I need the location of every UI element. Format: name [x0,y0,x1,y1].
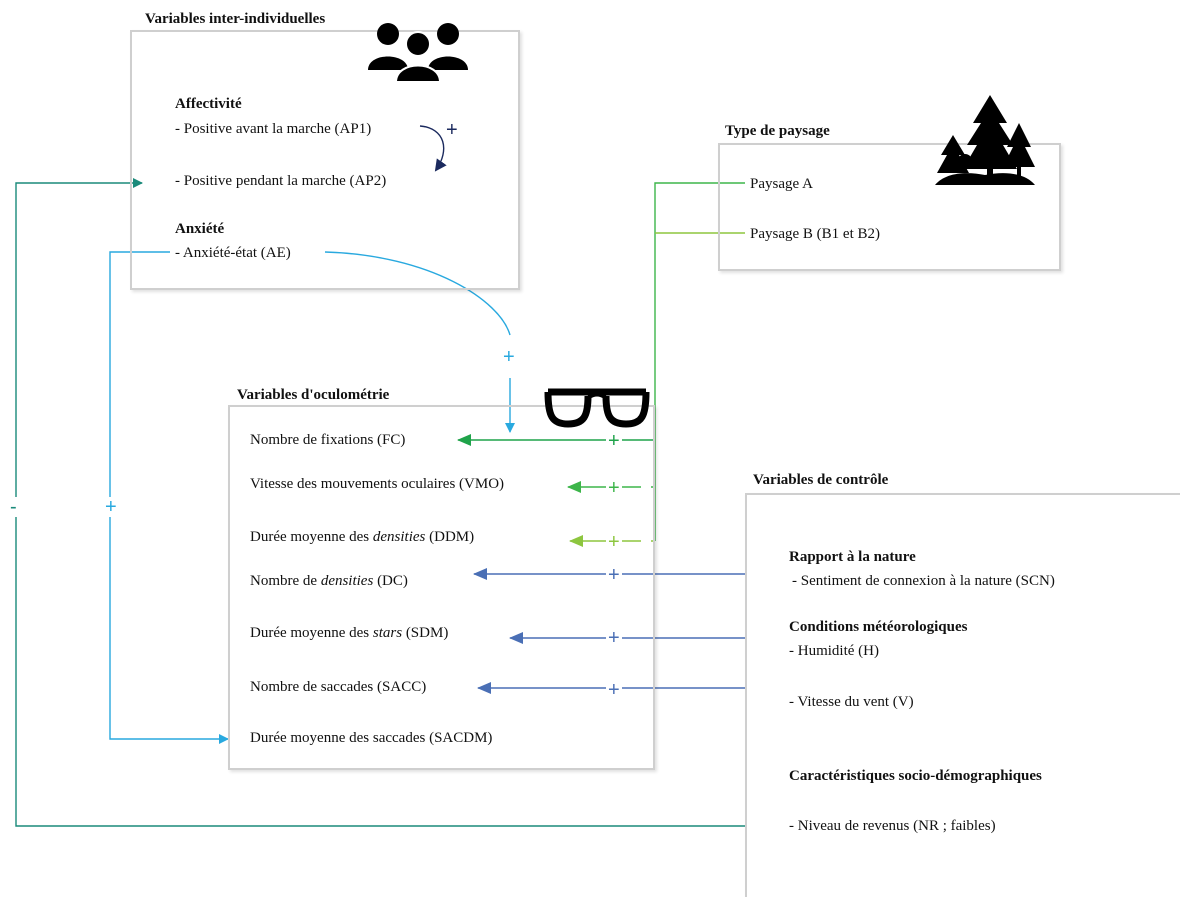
sacc-label: Nombre de saccades (SACC) [250,679,427,695]
oculometrie-title: Variables d'oculométrie [234,386,393,404]
paysage-a-label: Paysage A [750,176,813,192]
paysage-box [718,143,1061,271]
plus-sign-controle-dc: + [606,564,622,586]
plus-sign-controle-sdm: + [606,627,622,649]
ae-to-sacdm-line [109,251,229,744]
vent-label: - Vitesse du vent (V) [789,694,914,710]
revenus-label: - Niveau de revenus (NR ; faibles) [789,818,996,834]
anxiete-heading: Anxiété [175,221,225,237]
sacdm-label: Durée moyenne des saccades (SACDM) [250,730,493,746]
group-of-people-icon [368,23,468,82]
scn-label: - Sentiment de connexion à la nature (SC… [792,573,1055,589]
minus-sign-revenus-ap2: - [8,496,19,518]
glasses-icon [544,388,650,428]
plus-sign-paysage-ddm: + [606,531,622,553]
ap2-label: - Positive pendant la marche (AP2) [175,173,387,189]
dc-label: Nombre de densities (DC) [250,573,408,589]
vmo-label: Vitesse des mouvements oculaires (VMO) [250,476,505,492]
oculometrie-box [228,405,655,770]
inter-individual-box [130,30,520,290]
affectivite-heading: Affectivité [175,96,242,112]
ap1-label: - Positive avant la marche (AP1) [175,121,372,137]
paysage-a-link [654,182,745,541]
humidite-label: - Humidité (H) [789,643,879,659]
socio-heading: Caractéristiques socio-démographiques [789,768,1042,784]
plus-sign-controle-sacc: + [606,679,622,701]
ae-label: - Anxiété-état (AE) [175,245,291,261]
fc-label: Nombre de fixations (FC) [250,432,406,448]
paysage-title: Type de paysage [722,122,833,140]
trees-icon [935,95,1035,185]
plus-sign-paysage-vmo: + [606,477,622,499]
inter-individual-title: Variables inter-individuelles [141,10,330,28]
sdm-label: Durée moyenne des stars (SDM) [250,625,449,641]
controle-title: Variables de contrôle [750,471,892,489]
plus-sign-ae-fc: + [503,346,515,368]
controle-box [745,493,1180,897]
plus-sign-ae-sacdm: + [103,496,119,518]
meteo-heading: Conditions météorologiques [789,619,968,635]
paysage-b-label: Paysage B (B1 et B2) [750,226,880,242]
plus-sign-paysage-fc: + [606,430,622,452]
ap1-ap2-plus-sign: + [446,119,458,141]
ae-to-fc-curve [324,251,511,336]
nature-heading: Rapport à la nature [789,549,916,565]
ap1-ap2-arrow [419,125,447,172]
ddm-label: Durée moyenne des densities (DDM) [250,529,475,545]
